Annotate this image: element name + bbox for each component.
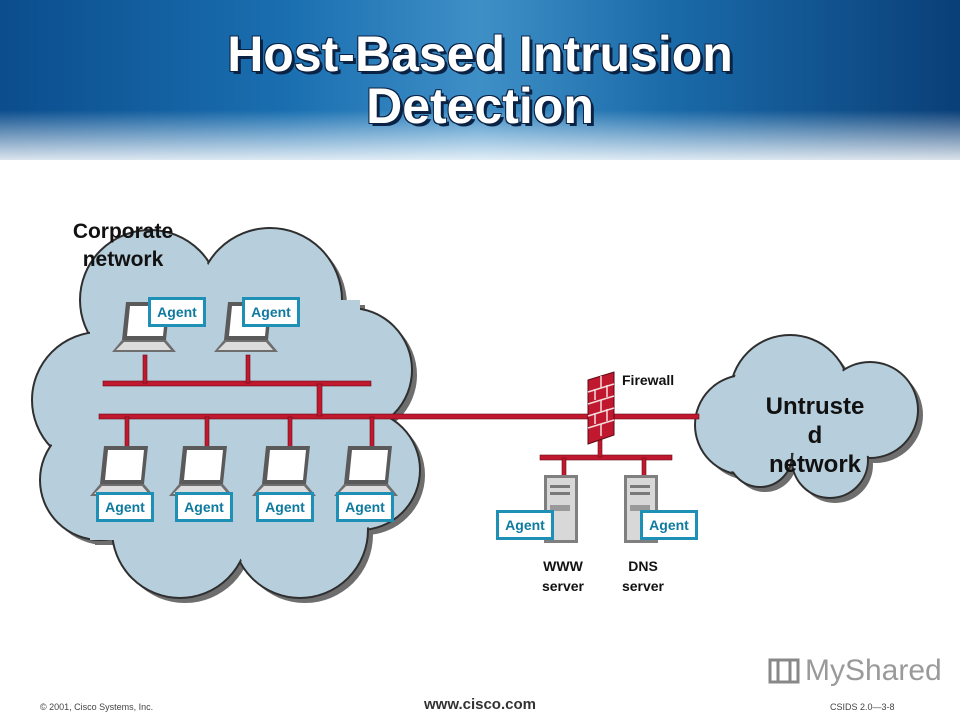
myshared-watermark: MyShared [805, 654, 942, 687]
untrusted-cloud [694, 334, 923, 503]
untrusted-network-label: Untruste d network [745, 392, 885, 479]
myshared-logo-icon [768, 658, 800, 684]
page-title: Host-Based Intrusion Detection [0, 28, 960, 132]
title-line-1: Host-Based Intrusion [227, 26, 733, 82]
www-server-label: WWW server [525, 556, 601, 596]
copyright-text: © 2001, Cisco Systems, Inc. [40, 702, 154, 712]
corporate-label-line-1: Corporate [72, 220, 174, 243]
dns-server-label: DNS server [605, 556, 681, 596]
firewall-icon [587, 371, 615, 445]
corporate-network-label: Corporate network [48, 218, 198, 274]
agent-badge: Agent [640, 510, 698, 540]
agent-badge: Agent [148, 297, 206, 327]
title-banner [0, 0, 960, 160]
www-server-line-2: server [541, 578, 585, 594]
course-code: CSIDS 2.0—3-8 [830, 702, 895, 712]
agent-badge: Agent [175, 492, 233, 522]
agent-badge: Agent [256, 492, 314, 522]
cisco-url: www.cisco.com [424, 696, 536, 713]
agent-badge: Agent [336, 492, 394, 522]
network-lines [98, 354, 700, 477]
www-server-line-1: WWW [543, 558, 583, 574]
corporate-label-line-2: network [82, 248, 164, 271]
dns-server-line-1: DNS [628, 558, 658, 574]
dns-server-line-2: server [621, 578, 665, 594]
untrusted-label-line-3: network [768, 451, 861, 478]
firewall-label: Firewall [622, 372, 675, 388]
untrusted-label-line-1: Untruste [765, 393, 865, 420]
agent-badge: Agent [496, 510, 554, 540]
agent-badge: Agent [242, 297, 300, 327]
agent-badge: Agent [96, 492, 154, 522]
title-line-2: Detection [366, 78, 594, 134]
untrusted-label-line-2: d [807, 422, 823, 449]
